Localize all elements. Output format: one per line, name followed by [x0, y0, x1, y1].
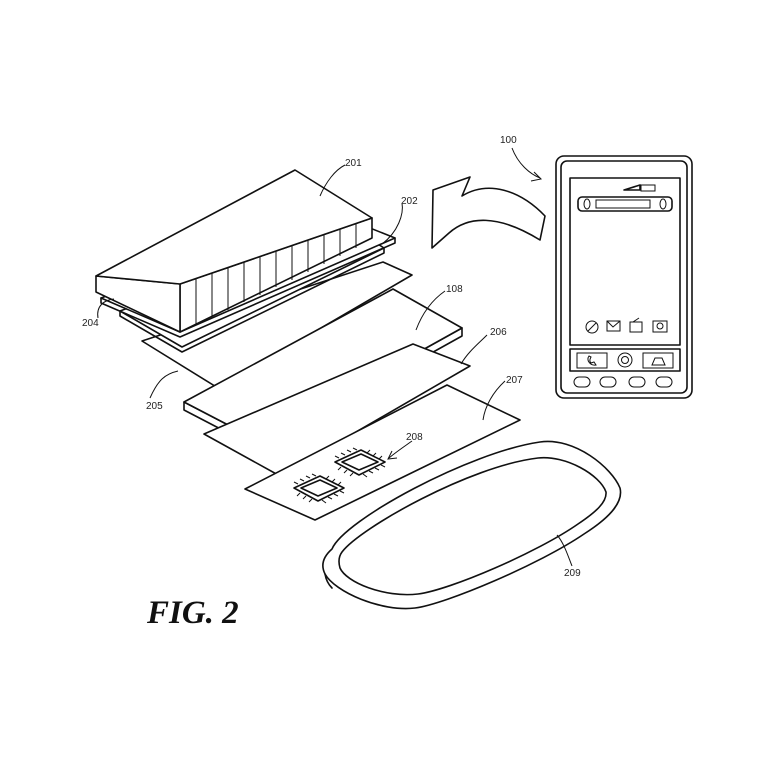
label-208: 208 [406, 432, 423, 443]
label-209: 209 [564, 568, 581, 579]
chip-208-b [334, 447, 386, 478]
label-204: 204 [82, 318, 99, 329]
figure-title: FIG. 2 [146, 595, 239, 631]
label-100: 100 [500, 135, 517, 146]
label-202: 202 [401, 196, 418, 207]
label-108: 108 [446, 284, 463, 295]
leader-lines [97, 147, 573, 567]
smartphone-100 [555, 155, 693, 399]
chip-208-a [293, 473, 345, 504]
top-layer-201 [95, 169, 373, 333]
panel-206 [203, 343, 471, 477]
curved-arrow [431, 176, 546, 249]
label-205: 205 [146, 401, 163, 412]
label-207: 207 [506, 375, 523, 386]
label-201: 201 [345, 158, 362, 169]
label-206: 206 [490, 327, 507, 338]
housing-209 [322, 440, 622, 610]
app-icons-row [585, 317, 668, 334]
